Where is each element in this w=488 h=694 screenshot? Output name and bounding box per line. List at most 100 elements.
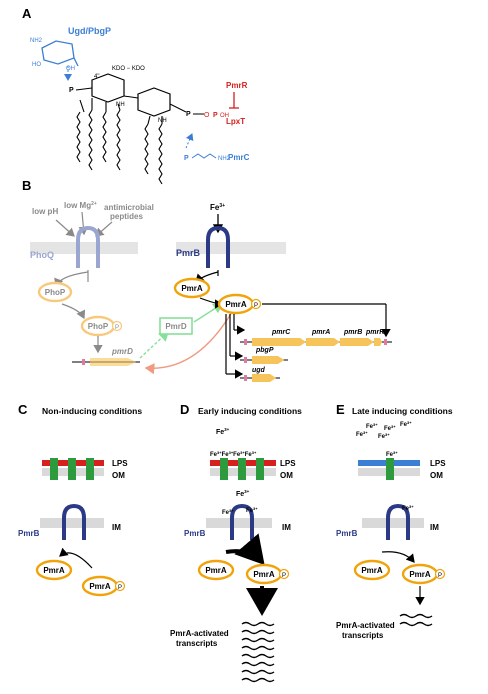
om-label-e: OM [430,471,443,480]
phoq-membrane [30,225,138,268]
panel-label-b: B [22,178,31,193]
gene-label-pmra: pmrA [311,329,330,336]
fe-cluster-e-2: Fe3+ [384,424,396,432]
phop-oval-1 [37,281,73,303]
fe-cluster-e-3: Fe3+ [400,420,412,428]
inner-membrane-d [206,503,272,540]
pmrd-gene-label: pmrD [111,347,133,356]
pmra-oval-c1 [35,559,73,581]
phosphate-right: P [186,111,191,118]
pmrb-label-e: PmrB [336,529,358,538]
pmra-oval-d1 [197,559,235,581]
pmrc-nh2: NH2 [218,156,231,162]
om-label-d: OM [280,471,293,480]
antimicrobial-label: antimicrobial [104,203,154,212]
pmra-phospho-d [278,568,290,580]
transcripts-label-d-2: transcripts [176,639,218,648]
inner-membrane-e [362,503,424,540]
pmrc-phosphate: P [184,155,189,162]
im-label-c: IM [112,523,121,532]
pmrb-receptor-c [62,503,86,540]
pmra-label-d1: PmrA [205,566,227,575]
transcripts-d [241,621,275,683]
gene-pmrc [252,338,306,346]
acyl-chains [76,98,163,185]
pp-o-label: O [204,112,210,119]
pp-phosphate-red: P [213,112,218,119]
low-mg-label: low Mg2+ [64,201,97,210]
panel-c-title: Non-inducing conditions [42,406,142,416]
lps-label-d: LPS [280,459,296,468]
phop-label-1: PhoP [45,288,66,297]
outer-membrane-e [358,458,420,480]
lps-label-e: LPS [430,459,446,468]
fe-label-d-mid: Fe3+ [236,489,250,498]
fe-label-e-om: Fe3+ [386,450,398,458]
pmrc-label: PmrC [228,153,250,162]
fe-cluster-d2: Fe3+ [246,506,258,514]
gene-ugd [252,374,276,382]
pmra-p-label-b: P [254,303,258,309]
phop-phospho [111,320,123,332]
lipid-a-structure: Ugd/PbgP NH2 HO OH P 4" KDO − KDO NH NH [30,26,250,185]
pmrr-label: PmrR [226,81,248,90]
pmra-oval-b1 [173,277,211,299]
phop-label-2: PhoP [88,322,109,331]
pmra-label-c2: PmrA [89,582,111,591]
lps-label-c: LPS [112,459,128,468]
low-ph-label: low pH [32,207,58,216]
fe-label-e-im: Fe3+ [402,504,414,512]
pmra-feedback-arrow [144,311,233,375]
pmrb-receptor-d [230,503,254,540]
pmra-p-label-d: P [282,573,286,579]
phop-p-label: P [115,325,119,331]
pmra-label-e2: PmrA [409,570,431,579]
fe-cluster-e-5: Fe3+ [378,432,390,440]
pmrb-label-d: PmrB [184,529,206,538]
gene-label-pmrr: pmrR [365,329,384,336]
pmra-p-label-c: P [118,585,122,591]
pmra-label-d2: PmrA [253,570,275,579]
outer-membrane-d [210,458,276,480]
pmra-label-e1: PmrA [361,566,383,575]
gene-label-pmrb: pmrB [343,329,362,336]
transcripts-label-e-2: transcripts [342,631,384,640]
phosphate-left: P [69,87,74,94]
fe-label-b: Fe3+ [210,203,225,212]
pmrd-protein-box [159,317,193,335]
phoq-receptor [76,225,100,268]
om-label-c: OM [112,471,125,480]
transcripts-e [399,613,433,627]
pmra-phospho-e [434,568,446,580]
pmrb-membrane [176,225,286,268]
aminoarabinose-sugar [41,40,79,67]
pmrb-receptor-e [386,503,410,540]
pmrb-label-c: PmrB [18,529,40,538]
fe-label-d-top: Fe3+ [216,427,230,436]
panel-label-c: C [18,402,28,417]
etn-chain [191,153,217,159]
inner-membrane-c [40,503,104,540]
lpxt-label: LpxT [226,117,245,126]
panel-label-a: A [22,6,32,21]
peptides-label: peptides [110,212,143,221]
gene-label-ugd: ugd [252,367,266,374]
signal-arrows [55,211,113,237]
pmra-label-b2: PmrA [225,300,247,309]
fe-row-d: Fe3+Fe3+Fe3+Fe3+ [210,450,257,458]
ho-label: HO [32,62,41,68]
pmra-p-label-e: P [438,573,442,579]
gene-pmrb [340,338,374,346]
gene-pmrr [374,338,382,346]
pmra-phospho-c [114,580,126,592]
panel-e-title: Late inducing conditions [352,406,453,416]
gene-pbgp [252,356,284,364]
outer-membrane-c [42,458,104,480]
pmrb-receptor [206,225,230,268]
kdo-label: KDO − KDO [112,66,145,72]
panel-label-e: E [336,402,345,417]
fe-cluster-e-1: Fe3+ [366,422,378,430]
pmra-phospho-b [250,298,262,310]
glucosamine-2 [137,87,171,117]
